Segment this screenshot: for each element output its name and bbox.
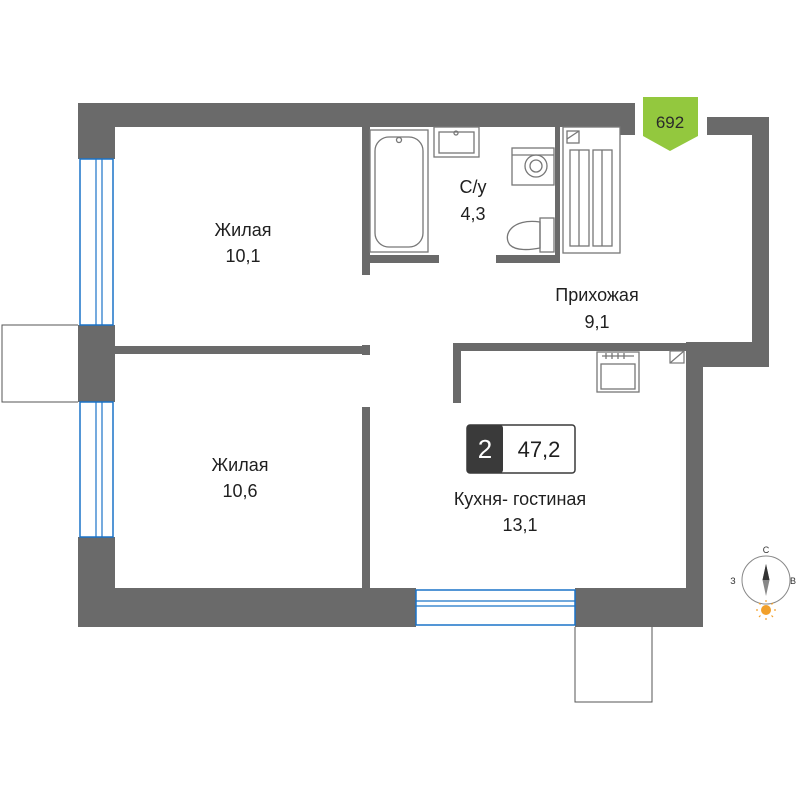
apartment-number: 692: [656, 113, 684, 132]
room-area-hallway: 9,1: [584, 312, 609, 332]
compass-west: З: [730, 576, 735, 586]
washing-machine-icon: [511, 147, 555, 186]
bathtub-icon: [369, 129, 429, 253]
compass-north: С: [763, 545, 770, 555]
room-area-bedroom1: 10,1: [225, 246, 260, 266]
compass-east: В: [790, 576, 796, 586]
total-area: 47,2: [518, 437, 561, 462]
rooms-count: 2: [478, 434, 492, 464]
room-name-bedroom2: Жилая: [212, 455, 269, 475]
window-left-top: [78, 158, 115, 326]
room-name-bedroom1: Жилая: [215, 220, 272, 240]
wardrobe-icon: [562, 126, 621, 254]
room-name-kitchen: Кухня- гостиная: [454, 489, 586, 509]
riser-icon: [669, 350, 685, 364]
balcony-bottom: [574, 627, 653, 703]
compass-icon: С З В: [730, 545, 796, 620]
room-area-bedroom2: 10,6: [222, 481, 257, 501]
apartment-summary-box: 2 47,2: [466, 424, 576, 474]
window-bottom: [415, 589, 576, 627]
sun-icon: [756, 600, 776, 620]
room-area-kitchen: 13,1: [502, 515, 537, 535]
room-name-hallway: Прихожая: [555, 285, 638, 305]
apartment-number-badge: 692: [643, 97, 698, 151]
bathroom-sink-icon: [433, 126, 480, 158]
toilet-icon: [506, 217, 555, 253]
room-area-bathroom: 4,3: [460, 204, 485, 224]
walls: [78, 103, 769, 627]
balcony-left: [1, 324, 81, 403]
room-name-bathroom: С/у: [460, 177, 487, 197]
window-left-bottom: [78, 401, 115, 538]
kitchen-sink-icon: [596, 351, 640, 393]
